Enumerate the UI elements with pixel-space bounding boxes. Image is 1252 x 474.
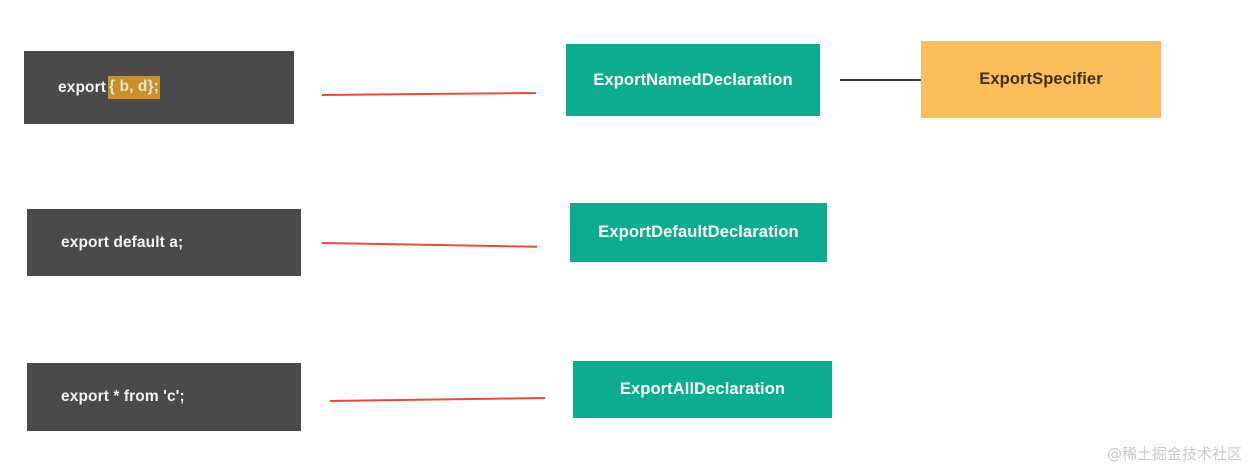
node-label: ExportAllDeclaration (619, 380, 786, 398)
code-text-plain: export default a; (61, 233, 184, 251)
watermark: @稀土掘金技术社区 (1106, 445, 1242, 463)
code-text-plain: export (58, 78, 106, 96)
code-box-export-named: export { b, d}; (24, 51, 294, 124)
node-export-default-declaration: ExportDefaultDeclaration (570, 203, 827, 262)
connector-red-row-3 (329, 396, 545, 402)
connector-gray-named-to-specifier (840, 79, 922, 81)
code-box-export-default: export default a; (27, 209, 301, 276)
node-export-all-declaration: ExportAllDeclaration (573, 361, 832, 418)
node-export-named-declaration: ExportNamedDeclaration (566, 44, 820, 116)
node-label: ExportDefaultDeclaration (598, 223, 799, 241)
node-label: ExportSpecifier (979, 70, 1103, 88)
node-label: ExportNamedDeclaration (593, 70, 793, 89)
connector-red-row-1 (321, 91, 536, 96)
node-export-specifier: ExportSpecifier (921, 41, 1161, 118)
connector-red-row-2 (321, 242, 537, 248)
code-text-plain: export * from 'c'; (61, 388, 185, 405)
code-text-highlight: { b, d}; (107, 76, 160, 99)
code-box-export-all: export * from 'c'; (27, 363, 301, 431)
